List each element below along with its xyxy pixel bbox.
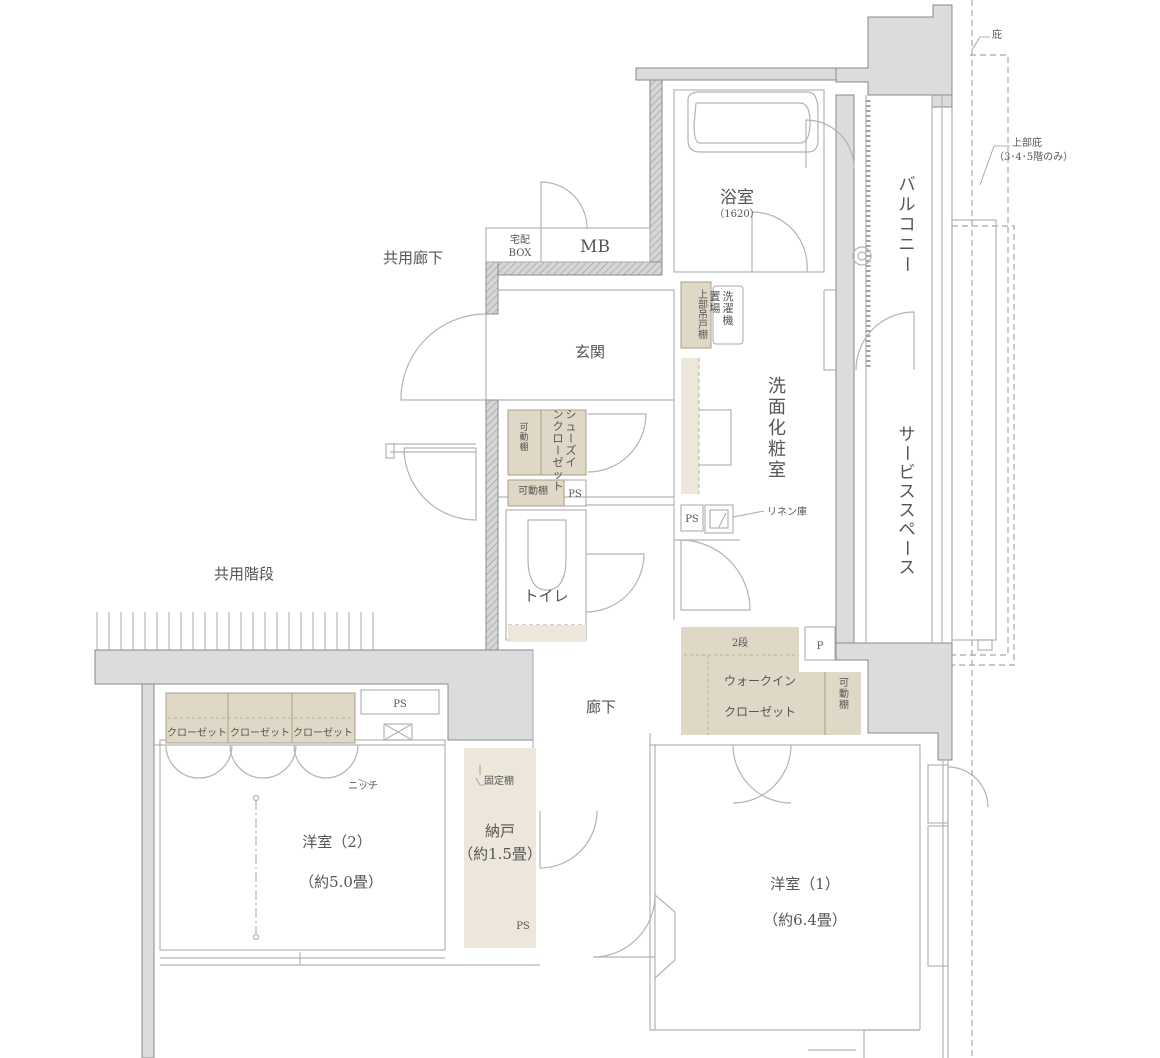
- common-corridor-label: 共用廊下: [383, 249, 443, 267]
- upper-cabinet-label-char: 部: [698, 298, 708, 311]
- shoes-closet-label-char: ー: [564, 433, 577, 444]
- washroom-label-char: 粧: [768, 439, 786, 460]
- washer-label-char: 洗: [723, 290, 734, 303]
- washer-label-char: 場: [710, 302, 721, 315]
- closet-label-1: クローゼット: [167, 727, 227, 739]
- movable-shelf-shoes-label-char: 動: [519, 432, 528, 443]
- shoes-closet-label-char: ト: [553, 480, 564, 493]
- linen-label: リネン庫: [767, 505, 807, 518]
- washer-label-char: 機: [723, 313, 734, 327]
- room2-label: 洋室（2）: [302, 833, 372, 851]
- upper-eaves-label-2: （3･4･5階のみ）: [994, 151, 1073, 163]
- upper-cabinet-label-char: 棚: [698, 328, 708, 341]
- entrance-label: 玄関: [575, 343, 605, 361]
- closet-label-2: クローゼット: [230, 727, 290, 739]
- ps-label-washroom: PS: [685, 514, 699, 525]
- ps-label-storage: PS: [516, 921, 530, 932]
- common-stairs-label: 共用階段: [214, 565, 274, 583]
- movable-shelf-label: 可動棚: [518, 484, 548, 497]
- walls: [94, 4, 953, 1058]
- balcony-label-char: ー: [896, 256, 916, 273]
- shoes-closet-label-char: ュ: [566, 420, 577, 433]
- walkin-label-2: クローゼット: [724, 705, 796, 719]
- washer-label-char: 濯: [723, 302, 734, 315]
- shoes-closet-label-char: ロ: [553, 432, 564, 445]
- room1-size: （約6.4畳）: [763, 911, 847, 929]
- movable-shelf-walkin-label-char: 可: [839, 678, 849, 689]
- balcony-label-char: コ: [899, 215, 916, 235]
- service-space-label-char: ス: [899, 482, 916, 502]
- washroom-label-char: 室: [768, 460, 786, 481]
- storage-fills: [165, 281, 861, 948]
- shoes-closet-label-char: ズ: [566, 443, 577, 457]
- storage-label: 納戸: [485, 822, 515, 840]
- movable-shelf-walkin-label-char: 棚: [839, 698, 849, 711]
- hallway-label: 廊下: [586, 698, 616, 716]
- movable-shelf-walkin-label-char: 動: [839, 687, 849, 700]
- service-space-label-char: ス: [899, 558, 916, 578]
- shoes-closet-label-char: ー: [551, 445, 564, 456]
- upper-cabinet-label-char: 吊: [698, 309, 708, 321]
- bath-size-label: （1620）: [714, 208, 759, 220]
- labels: 浴室 （1620） 共用廊下 共用階段 玄関 トイレ 廊下 洋室（1） （約6.…: [167, 28, 1073, 932]
- service-space-label-char: ー: [896, 445, 916, 462]
- ps-label-entrance: PS: [568, 489, 582, 500]
- bath-label: 浴室: [720, 188, 754, 208]
- mb-label: MB: [580, 237, 610, 257]
- storage-size: （約1.5畳）: [458, 845, 542, 863]
- delivery-box-label-2: BOX: [509, 248, 533, 259]
- two-tier-label: 2段: [732, 636, 748, 649]
- interior-lines: [154, 0, 1015, 1058]
- shoes-closet-label-char: ッ: [553, 468, 564, 481]
- toilet-label: トイレ: [523, 587, 568, 605]
- service-space-label-char: ペ: [899, 520, 916, 540]
- service-space-label-char: サ: [899, 425, 916, 445]
- eaves-label: 庇: [992, 28, 1002, 41]
- balcony-label-char: ニ: [899, 235, 916, 255]
- washroom-label-char: 面: [768, 397, 786, 418]
- upper-cabinet-label-char: 戸: [698, 319, 708, 331]
- service-space-label-char: ス: [899, 501, 916, 521]
- fixed-shelf-label: 固定棚: [484, 774, 514, 787]
- hatched-walls: [485, 79, 663, 651]
- shoes-closet-label-char: イ: [566, 456, 577, 469]
- movable-shelf-shoes-label-char: 棚: [519, 441, 528, 453]
- niche-label: ニッチ: [348, 780, 378, 792]
- closet-label-3: クローゼット: [293, 727, 353, 739]
- balcony-label-char: ル: [899, 195, 916, 215]
- room1-label: 洋室（1）: [770, 875, 840, 893]
- room2-size: （約5.0畳）: [299, 873, 383, 891]
- p-label: P: [817, 641, 824, 652]
- service-space-label-char: ビ: [899, 463, 916, 483]
- vertical-labels: バルコニーサービススペース洗面化粧室シューズインクローゼット可動棚可動棚上部吊戸…: [519, 175, 916, 711]
- washroom-label-char: 化: [768, 418, 786, 439]
- balcony-label-char: バ: [899, 175, 916, 195]
- washer-label-char: 置: [710, 290, 721, 303]
- shoes-closet-label-char: シ: [566, 408, 577, 421]
- movable-shelf-shoes-label-char: 可: [519, 422, 528, 433]
- walkin-label-1: ウォークイン: [724, 674, 796, 688]
- shoes-closet-label-char: ゼ: [553, 456, 564, 469]
- service-space-label-char: ー: [896, 540, 916, 557]
- ps-label-room2: PS: [393, 699, 407, 710]
- washroom-label-char: 洗: [768, 376, 786, 397]
- upper-cabinet-label-char: 上: [698, 289, 708, 301]
- upper-eaves-label-1: 上部庇: [1012, 136, 1042, 149]
- shoes-closet-label-char: ク: [553, 420, 564, 433]
- stair-railing: [96, 612, 374, 650]
- leader-lines: [357, 36, 1010, 786]
- delivery-box-label-1: 宅配: [510, 233, 530, 246]
- shoes-closet-label-char: ン: [553, 408, 564, 421]
